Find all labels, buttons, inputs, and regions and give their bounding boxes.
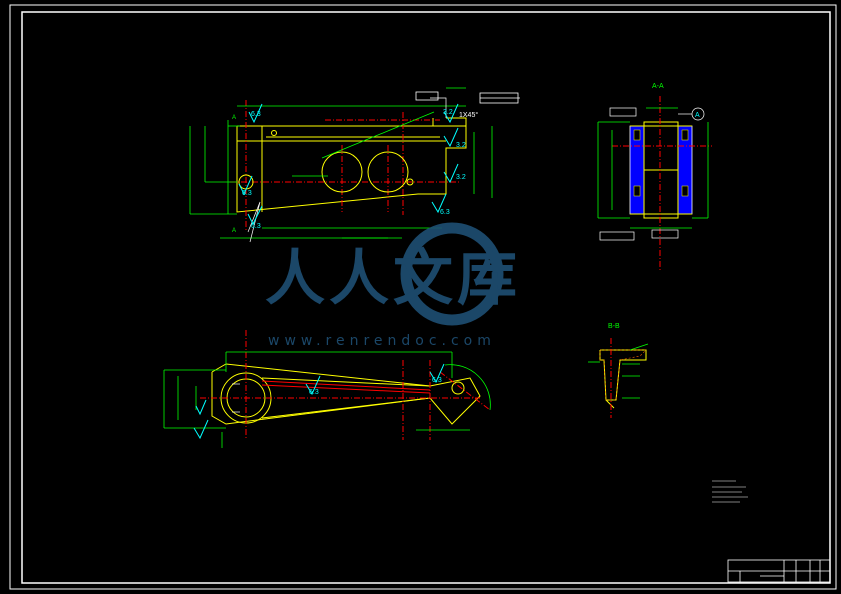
roughness-label: 3.2: [443, 109, 453, 116]
roughness-label: 6.3: [440, 209, 450, 216]
roughness-label: 6.3: [309, 389, 319, 396]
section-a-a: A-A: [597, 83, 712, 272]
roughness-label: 6.3: [432, 377, 442, 384]
watermark-url: www.renrendoc.com: [268, 333, 496, 349]
roughness-label: 6.3: [251, 111, 261, 118]
section-b-b: B-B: [588, 323, 649, 418]
top-view: 6.3 6.3: [163, 330, 491, 448]
inner-border: [21, 11, 831, 584]
technical-notes: [712, 480, 748, 503]
section-marker: A: [232, 228, 236, 234]
watermark: 人人文库 www.renrendoc.com: [265, 222, 521, 349]
section-marker: A: [232, 115, 236, 121]
roughness-label: 3.2: [456, 174, 466, 181]
front-view: 6.3 3.2 3.2 3.2 6.3 6.3 6.3 1X45° A A: [189, 87, 520, 243]
datum-label: A: [695, 112, 700, 119]
roughness-label: 3.2: [456, 142, 466, 149]
outer-border: [9, 4, 837, 590]
watermark-chinese: 人人文库: [265, 244, 521, 314]
section-title: B-B: [608, 323, 620, 330]
watermark-logo-icon: [400, 222, 504, 326]
section-title: A-A: [652, 83, 664, 90]
roughness-label: 6.3: [242, 190, 252, 197]
title-block: [727, 559, 831, 583]
roughness-label: 6.3: [251, 223, 261, 230]
chamfer-label: 1X45°: [459, 111, 478, 119]
